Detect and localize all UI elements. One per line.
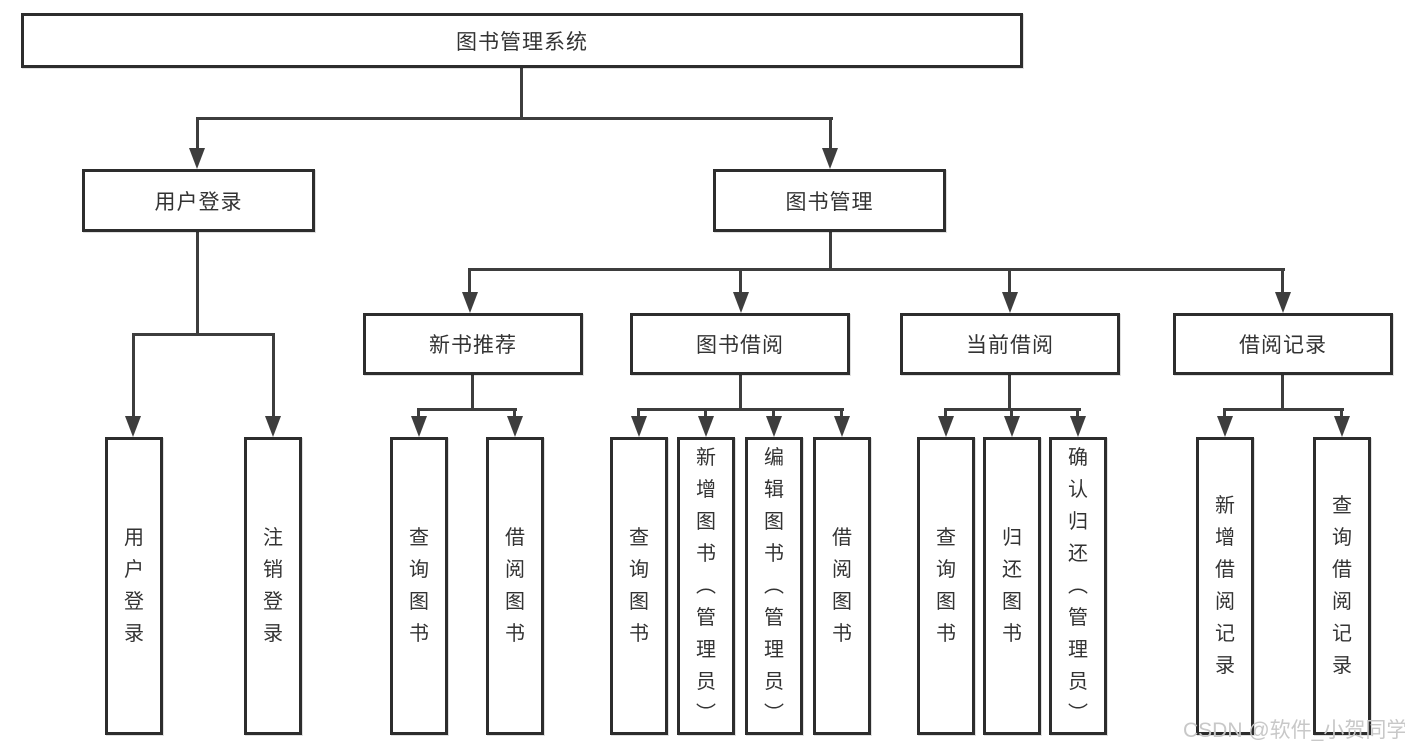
connector-line [272, 333, 275, 419]
node-leaf-query-books-borrowing: 查询图书 [610, 437, 668, 735]
connector-line [829, 232, 832, 271]
node-book-management-group: 图书管理 [713, 169, 946, 232]
node-label: 借阅图书 [505, 527, 525, 645]
node-label: 用户登录 [124, 527, 144, 645]
arrow-down-icon [462, 292, 478, 313]
node-label: 新书推荐 [429, 334, 517, 357]
connector-line [1281, 268, 1284, 294]
node-root: 图书管理系统 [21, 13, 1023, 68]
connector-line [132, 333, 275, 336]
connector-line [1281, 375, 1284, 411]
connector-line [1340, 408, 1343, 418]
arrow-down-icon [125, 416, 141, 437]
node-leaf-return-books: 归还图书 [983, 437, 1041, 735]
connector-line [468, 268, 471, 294]
node-label: 借阅图书 [832, 527, 852, 645]
arrow-down-icon [1070, 416, 1086, 437]
node-label: 查询图书 [629, 527, 649, 645]
node-leaf-edit-books-admin: 编辑图书︵管理员︶ [745, 437, 803, 735]
node-new-book-recommend: 新书推荐 [363, 313, 583, 375]
connector-line [1008, 375, 1011, 411]
arrow-down-icon [1334, 416, 1350, 437]
connector-line [196, 232, 199, 336]
arrow-down-icon [507, 416, 523, 437]
connector-line [520, 68, 523, 120]
node-label: 新增借阅记录 [1215, 495, 1235, 677]
node-label: 图书管理 [785, 190, 874, 214]
arrow-down-icon [834, 416, 850, 437]
node-label: 查询借阅记录 [1332, 495, 1352, 677]
node-label: 编辑图书︵管理员︶ [764, 447, 784, 725]
connector-line [1223, 408, 1226, 418]
node-label: 新增图书︵管理员︶ [696, 447, 716, 725]
node-leaf-query-borrow-record: 查询借阅记录 [1313, 437, 1371, 735]
arrow-down-icon [265, 416, 281, 437]
connector-line [637, 408, 640, 418]
connector-line [1010, 408, 1013, 418]
node-label: 归还图书 [1002, 527, 1022, 645]
node-leaf-logout: 注销登录 [244, 437, 302, 735]
connector-line [132, 333, 135, 419]
node-leaf-add-books-admin: 新增图书︵管理员︶ [677, 437, 735, 735]
connector-line [1008, 268, 1011, 294]
node-borrow-records: 借阅记录 [1173, 313, 1393, 375]
node-label: 图书管理系统 [456, 30, 588, 54]
node-leaf-borrow-books-recommend: 借阅图书 [486, 437, 544, 735]
node-label: 查询图书 [409, 527, 429, 645]
connector-line [739, 375, 742, 411]
connector-line [840, 408, 843, 418]
watermark: CSDN @软件_小贺同学 [1183, 719, 1405, 742]
node-label: 当前借阅 [966, 334, 1054, 357]
connector-line [829, 117, 832, 151]
connector-line [1076, 408, 1079, 418]
node-label: 用户登录 [154, 190, 243, 214]
arrow-down-icon [411, 416, 427, 437]
arrow-down-icon [631, 416, 647, 437]
connector-line [417, 408, 420, 418]
node-leaf-borrow-books-borrowing: 借阅图书 [813, 437, 871, 735]
arrow-down-icon [1004, 416, 1020, 437]
arrow-down-icon [698, 416, 714, 437]
arrow-down-icon [733, 292, 749, 313]
arrow-down-icon [1217, 416, 1233, 437]
connector-line [1223, 408, 1344, 411]
node-label: 注销登录 [263, 527, 283, 645]
node-label: 图书借阅 [696, 334, 784, 357]
node-leaf-query-books-current: 查询图书 [917, 437, 975, 735]
arrow-down-icon [822, 148, 838, 169]
connector-line [739, 268, 742, 294]
node-label: 确认归还︵管理员︶ [1068, 447, 1088, 725]
connector-line [471, 375, 474, 411]
node-leaf-user-login: 用户登录 [105, 437, 163, 735]
connector-line [417, 408, 517, 411]
connector-line [772, 408, 775, 418]
arrow-down-icon [766, 416, 782, 437]
arrow-down-icon [1002, 292, 1018, 313]
connector-line [468, 268, 1285, 271]
arrow-down-icon [938, 416, 954, 437]
connector-line [637, 408, 844, 411]
node-leaf-query-books-recommend: 查询图书 [390, 437, 448, 735]
node-user-login-group: 用户登录 [82, 169, 315, 232]
connector-line [944, 408, 947, 418]
node-leaf-add-borrow-record: 新增借阅记录 [1196, 437, 1254, 735]
connector-line [704, 408, 707, 418]
connector-line [196, 117, 199, 151]
node-label: 查询图书 [936, 527, 956, 645]
arrow-down-icon [1275, 292, 1291, 313]
node-label: 借阅记录 [1239, 334, 1327, 357]
node-leaf-confirm-return-admin: 确认归还︵管理员︶ [1049, 437, 1107, 735]
arrow-down-icon [189, 148, 205, 169]
node-current-borrowing: 当前借阅 [900, 313, 1120, 375]
connector-line [513, 408, 516, 418]
node-book-borrowing: 图书借阅 [630, 313, 850, 375]
connector-line [196, 117, 833, 120]
